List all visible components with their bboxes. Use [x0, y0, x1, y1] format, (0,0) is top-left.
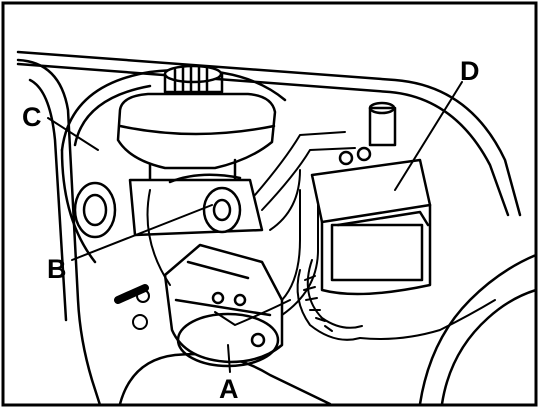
master-cylinder [128, 173, 264, 237]
callout-label-b: B [47, 254, 67, 284]
callout-label-c: C [22, 102, 42, 132]
body-panels [16, 50, 538, 407]
mounting-bolts [114, 284, 150, 330]
hydraulic-control-unit [310, 101, 432, 296]
callout-label-d: D [460, 56, 480, 86]
wiring-harness [296, 259, 496, 341]
leader-line-d [394, 81, 463, 191]
leader-line-a [227, 344, 231, 373]
brake-pipes [146, 131, 356, 326]
leader-line-c [47, 117, 99, 151]
leader-line-b [71, 204, 213, 261]
fluid-reservoir [116, 64, 277, 187]
callout-label-a: A [219, 374, 239, 404]
brake-booster [60, 68, 287, 264]
abs-pump-motor [163, 243, 284, 368]
